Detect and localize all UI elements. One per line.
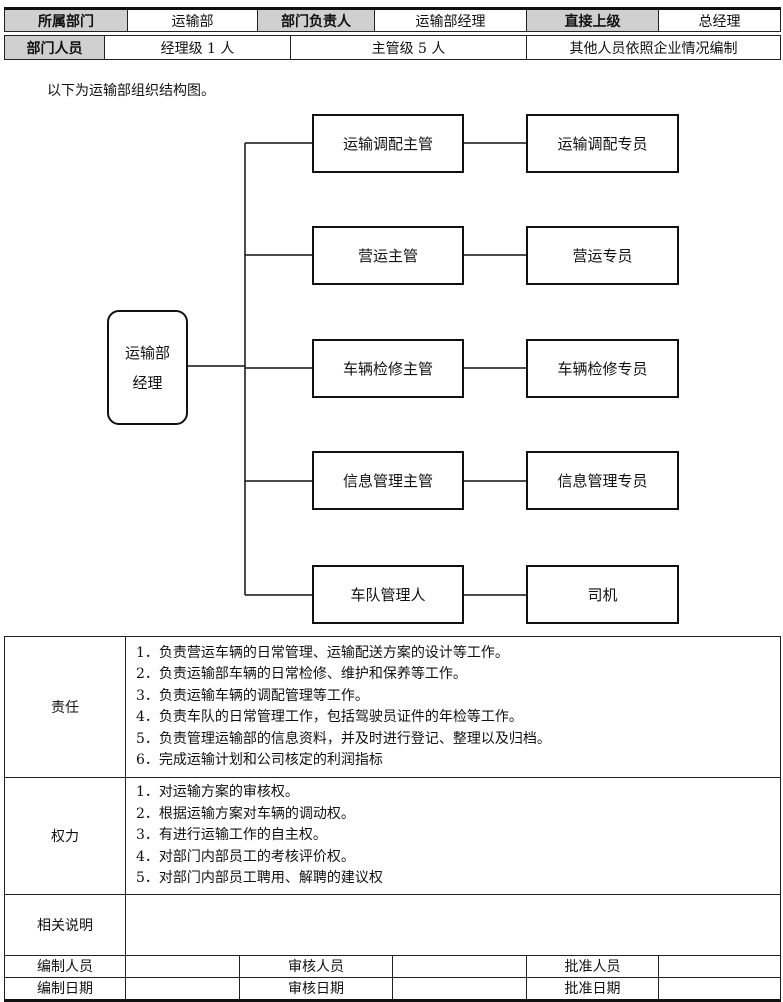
approved-date-value[interactable] bbox=[657, 976, 782, 1002]
responsibilities-label: 责任 bbox=[4, 636, 126, 778]
superior-value: 总经理 bbox=[658, 8, 781, 32]
org-node-operations-supervisor: 营运主管 bbox=[312, 226, 464, 285]
approved-by-label: 批准人员 bbox=[526, 954, 659, 978]
staff-label: 部门人员 bbox=[4, 35, 105, 60]
header-row-1: 所属部门 运输部 部门负责人 运输部经理 直接上级 总经理 bbox=[4, 7, 781, 32]
signoff-dates-row: 编制日期 审核日期 批准日期 bbox=[4, 976, 782, 1002]
managers-count: 经理级 1 人 bbox=[104, 35, 291, 60]
notes-value[interactable] bbox=[124, 893, 782, 956]
reviewed-by-label: 审核人员 bbox=[239, 954, 393, 978]
responsibilities-row: 责任 1．负责营运车辆的日常管理、运输配送方案的设计等工作。 2．负责运输部车辆… bbox=[4, 636, 782, 778]
responsibility-item: 3．负责运输车辆的调配管理等工作。 bbox=[136, 687, 369, 704]
org-chart: 运输部经理 运输调配主管 运输调配专员 营运主管 营运专员 车辆检修主管 车辆检… bbox=[0, 98, 783, 633]
supervisors-count: 主管级 5 人 bbox=[290, 35, 527, 60]
org-node-maintenance-supervisor: 车辆检修主管 bbox=[312, 339, 464, 398]
signoff-people-row: 编制人员 审核人员 批准人员 bbox=[4, 954, 782, 978]
org-node-manager: 运输部经理 bbox=[107, 310, 188, 425]
reviewed-date-label: 审核日期 bbox=[239, 976, 393, 1002]
dept-value: 运输部 bbox=[127, 8, 258, 32]
intro-text: 以下为运输部组织结构图。 bbox=[47, 83, 215, 99]
authority-item: 3．有进行运输工作的自主权。 bbox=[136, 827, 327, 843]
others-note: 其他人员依照企业情况编制 bbox=[526, 35, 781, 60]
org-node-info-supervisor: 信息管理主管 bbox=[312, 451, 464, 510]
authority-label: 权力 bbox=[4, 777, 126, 895]
dept-label: 所属部门 bbox=[4, 8, 128, 32]
duties-table: 责任 1．负责营运车辆的日常管理、运输配送方案的设计等工作。 2．负责运输部车辆… bbox=[4, 636, 782, 1002]
notes-row: 相关说明 bbox=[4, 893, 782, 956]
org-node-operations-staff: 营运专员 bbox=[526, 226, 679, 285]
prepared-date-label: 编制日期 bbox=[4, 976, 126, 1002]
prepared-date-value[interactable] bbox=[125, 976, 240, 1002]
header-row-2: 部门人员 经理级 1 人 主管级 5 人 其他人员依照企业情况编制 bbox=[4, 35, 781, 60]
org-node-dispatch-staff: 运输调配专员 bbox=[526, 114, 679, 173]
manager-line-2: 经理 bbox=[132, 373, 163, 392]
superior-label: 直接上级 bbox=[526, 8, 659, 32]
authority-list: 1．对运输方案的审核权。 2．根据运输方案对车辆的调动权。 3．有进行运输工作的… bbox=[124, 777, 782, 895]
responsibility-item: 2．负责运输部车辆的日常检修、维护和保养等工作。 bbox=[136, 666, 467, 682]
responsibility-item: 5．负责管理运输部的信息资料，并及时进行登记、整理以及归档。 bbox=[136, 730, 551, 747]
dept-head-label: 部门负责人 bbox=[257, 8, 375, 32]
org-node-driver: 司机 bbox=[526, 565, 679, 624]
notes-label: 相关说明 bbox=[4, 893, 126, 956]
responsibility-item: 4．负责车队的日常管理工作，包括驾驶员证件的年检等工作。 bbox=[136, 709, 523, 725]
approved-date-label: 批准日期 bbox=[526, 976, 659, 1002]
manager-line-1: 运输部 bbox=[124, 343, 170, 362]
org-node-fleet-manager: 车队管理人 bbox=[312, 565, 464, 624]
authority-item: 5．对部门内部员工聘用、解聘的建议权 bbox=[136, 870, 383, 886]
responsibility-item: 6．完成运输计划和公司核定的利润指标 bbox=[136, 752, 383, 768]
responsibility-item: 1．负责营运车辆的日常管理、运输配送方案的设计等工作。 bbox=[136, 644, 509, 661]
authority-row: 权力 1．对运输方案的审核权。 2．根据运输方案对车辆的调动权。 3．有进行运输… bbox=[4, 777, 782, 895]
authority-item: 4．对部门内部员工的考核评价权。 bbox=[136, 848, 355, 865]
approved-by-value[interactable] bbox=[657, 954, 782, 978]
reviewed-date-value[interactable] bbox=[392, 976, 527, 1002]
authority-item: 1．对运输方案的审核权。 bbox=[136, 784, 299, 800]
org-node-maintenance-staff: 车辆检修专员 bbox=[526, 339, 679, 398]
prepared-by-value[interactable] bbox=[125, 954, 240, 978]
responsibilities-list: 1．负责营运车辆的日常管理、运输配送方案的设计等工作。 2．负责运输部车辆的日常… bbox=[124, 636, 782, 778]
reviewed-by-value[interactable] bbox=[392, 954, 527, 978]
org-node-dispatch-supervisor: 运输调配主管 bbox=[312, 114, 464, 173]
org-node-info-staff: 信息管理专员 bbox=[526, 451, 679, 510]
authority-item: 2．根据运输方案对车辆的调动权。 bbox=[136, 805, 355, 822]
prepared-by-label: 编制人员 bbox=[4, 954, 126, 978]
org-chart-connectors bbox=[187, 142, 527, 596]
dept-head-value: 运输部经理 bbox=[374, 8, 527, 32]
